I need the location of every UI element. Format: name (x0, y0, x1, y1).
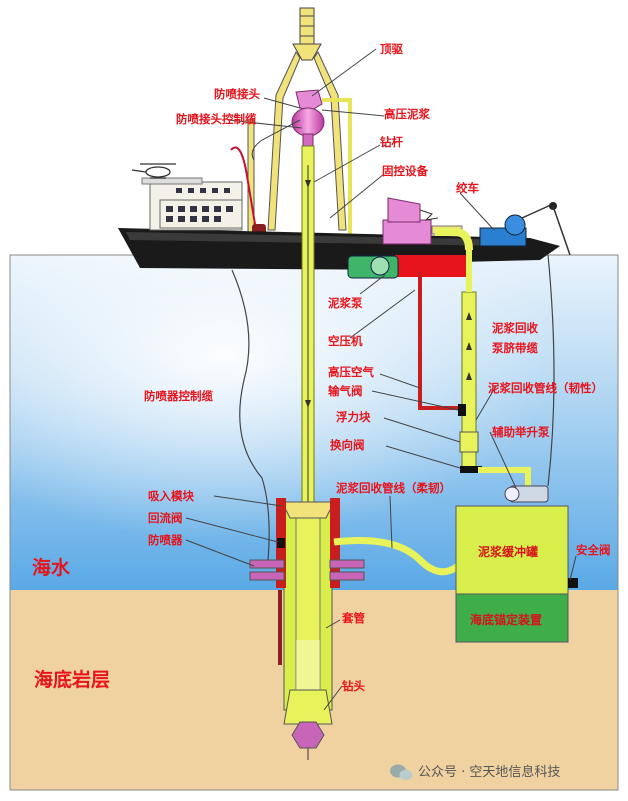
label-seabed-rock: 海底岩层 (34, 668, 110, 691)
safety-valve (568, 578, 578, 588)
label-mud-pump: 泥浆泵 (328, 296, 363, 310)
bop-stack (249, 559, 365, 581)
label-bop-control-cable: 防喷器控制缆 (144, 389, 213, 403)
label-winch: 绞车 (456, 181, 479, 195)
ship-superstructure (141, 177, 243, 231)
label-seawater: 海水 (32, 556, 71, 579)
label-suction-module: 吸入模块 (148, 489, 194, 503)
label-return-valve: 回流阀 (148, 511, 183, 525)
casing (281, 501, 335, 711)
label-bop: 防喷器 (148, 533, 183, 547)
float-block (459, 431, 479, 453)
watermark: 公众号 · 空天地信息科技 (390, 764, 560, 781)
label-drill-bit: 钻头 (342, 679, 365, 693)
label-mud-return-line-flexible: 泥浆回收管线（韧性） (488, 381, 603, 395)
top-drive (291, 89, 325, 147)
label-air-compressor: 空压机 (328, 334, 363, 348)
label-float-block: 浮力块 (336, 410, 371, 424)
label-mud-buffer-tank: 泥浆缓冲罐 (478, 544, 538, 559)
label-gas-valve: 输气阀 (328, 384, 363, 398)
label-fixed-equipment: 固控设备 (382, 164, 428, 178)
label-drill-pipe: 钻杆 (380, 135, 403, 149)
bop-control-cable (231, 269, 270, 561)
label-casing: 套管 (342, 611, 365, 625)
label-bop-joint-cable: 防喷接头控制缆 (176, 112, 257, 126)
reversing-valve (460, 466, 482, 473)
helicopter-icon (131, 163, 176, 179)
label-safety-valve: 安全阀 (576, 543, 611, 557)
label-hp-air: 高压空气 (328, 365, 374, 379)
winch (479, 202, 571, 256)
label-seabed-anchor: 海底锚定装置 (470, 612, 542, 627)
label-mud-return-pump-cable: 泥浆回收泵脐带缆 (492, 321, 538, 355)
seabed-anchor-device (455, 593, 569, 643)
label-hp-mud: 高压泥浆 (384, 107, 430, 121)
label-reversing-valve: 换向阀 (330, 438, 365, 452)
label-mud-return-line-soft: 泥浆回收管线（柔韧） (336, 481, 451, 495)
mud-return-line-soft (333, 536, 461, 576)
return-valve-marker (277, 538, 285, 548)
watermark-text: 公众号 · 空天地信息科技 (418, 764, 560, 780)
label-aux-lift-pump: 辅助举升泵 (492, 425, 550, 439)
mud-pump (347, 255, 399, 279)
gas-valve (458, 404, 466, 416)
wechat-icon (390, 764, 413, 781)
derrick (267, 7, 347, 231)
aux-lift-pump (504, 485, 549, 503)
drill-bit (283, 689, 333, 749)
label-top-drive: 顶驱 (380, 42, 403, 56)
label-bop-joint: 防喷接头 (214, 87, 260, 101)
